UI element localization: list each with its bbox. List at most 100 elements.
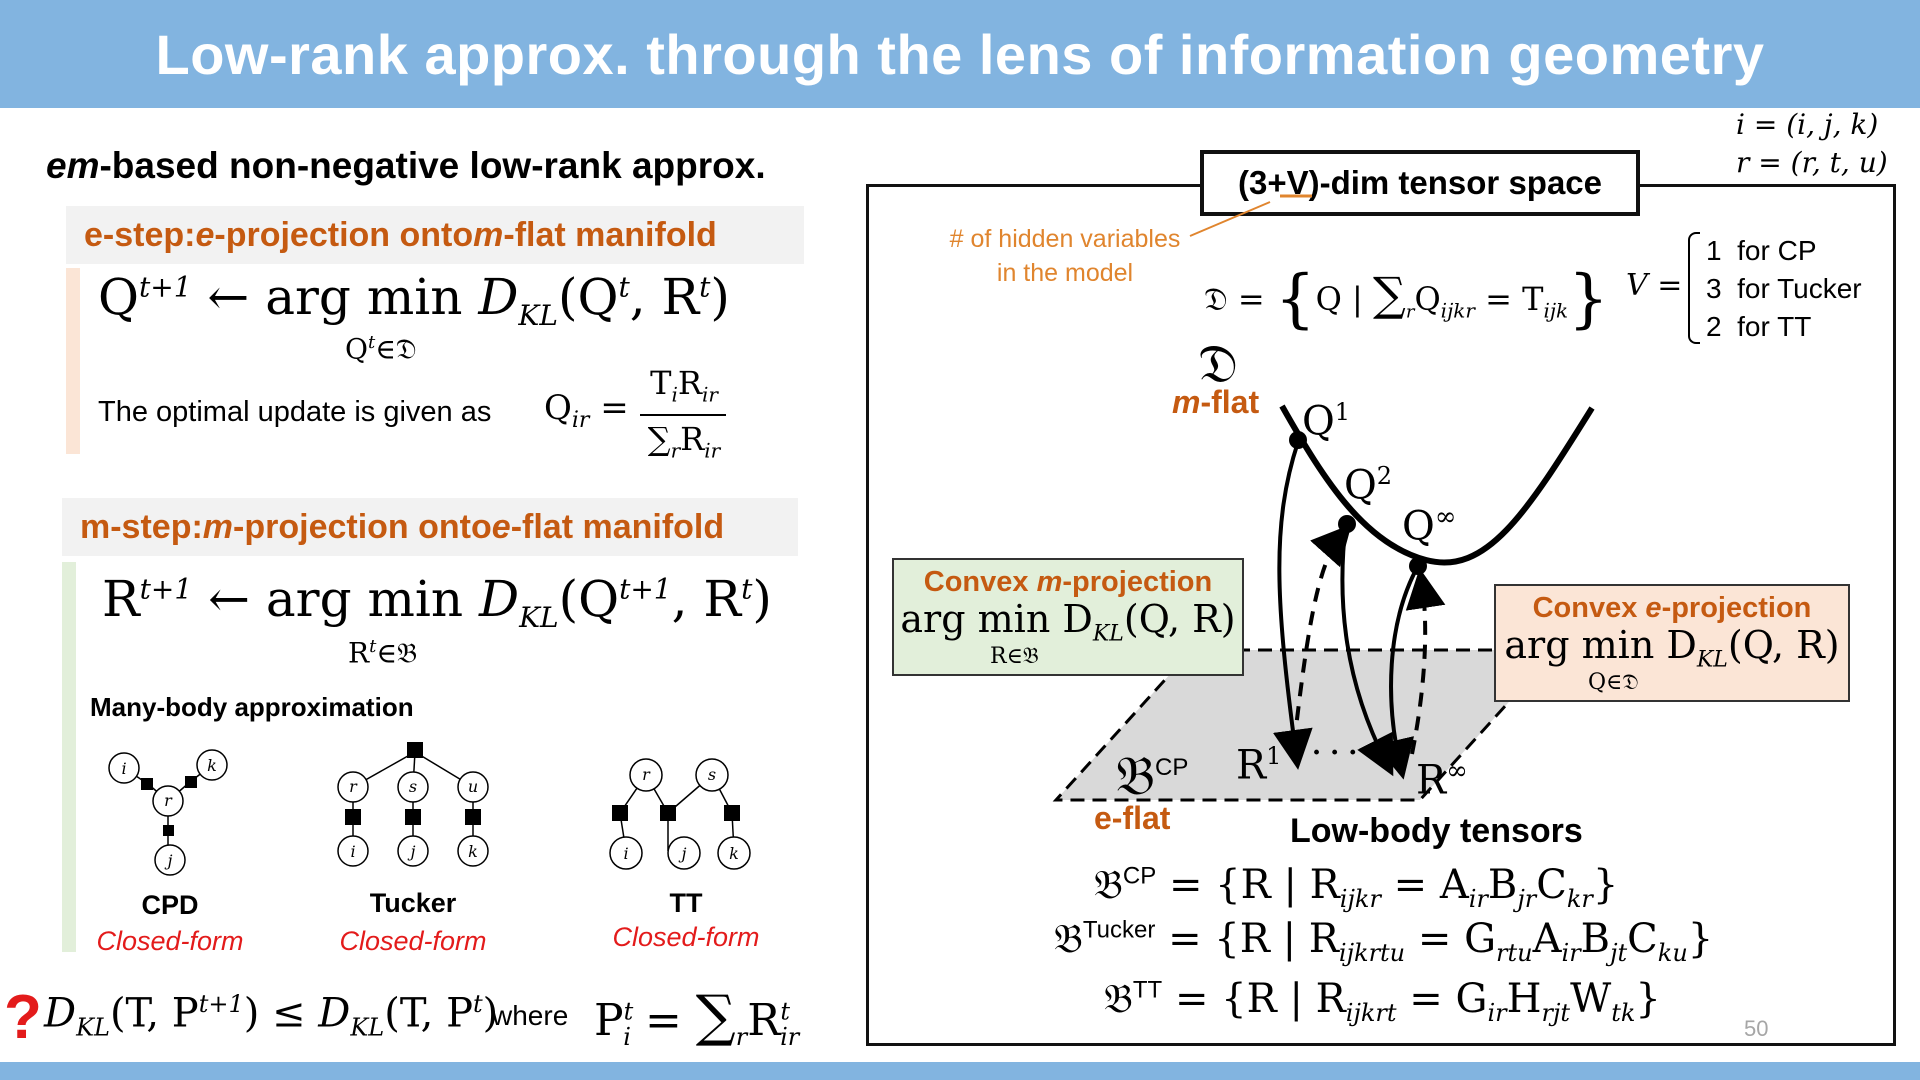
v-def-brace xyxy=(1688,232,1700,344)
model-name-tt: TT xyxy=(669,888,703,918)
b-def-cp: 𝔅CP = {R | Rijkr = AirBjrCkr} xyxy=(1094,862,1619,913)
geometry-diagram xyxy=(1052,194,1595,802)
tt-core-2 xyxy=(660,805,676,821)
tensor-space-label: (3+V)-dim tensor space xyxy=(1200,150,1640,216)
v-def-lhs: V = xyxy=(1626,268,1683,303)
many-body-label: Many-body approximation xyxy=(90,692,414,722)
tucker-node-k xyxy=(457,835,489,867)
cpd-node-j xyxy=(154,844,186,876)
point-q2 xyxy=(1338,515,1356,533)
tt-label-j: j xyxy=(679,844,687,863)
label-q1: Q1 xyxy=(1302,398,1351,445)
tucker-label-k: k xyxy=(468,842,478,861)
v-def-cases: 1 for CP 3 for Tucker 2 for TT xyxy=(1706,235,1862,342)
low-body-label: Low-body tensors xyxy=(1290,812,1583,850)
label-dots: · · · xyxy=(1312,738,1358,768)
convex-e-under: Q∈𝔇 xyxy=(1588,670,1639,695)
tucker-node-r xyxy=(337,771,369,803)
convex-m-under: R∈𝔅 xyxy=(990,644,1039,669)
index-i-def: i = (i, j, k) xyxy=(1736,108,1879,141)
cpd-factor-3 xyxy=(163,825,174,836)
arrow-q1-r1 xyxy=(1273,441,1313,770)
question-icon: ? xyxy=(4,983,42,1052)
p-definition: Pti = ∑rRtir xyxy=(594,984,800,1051)
tucker-label-i: i xyxy=(350,842,355,861)
estep-accent-bar xyxy=(66,268,80,454)
left-heading: em-based non-negative low-rank approx. xyxy=(46,145,766,187)
heading-rest: -based non-negative low-rank approx. xyxy=(99,145,766,186)
tt-core-1 xyxy=(612,805,628,821)
d-manifold-symbol: 𝔇 xyxy=(1198,332,1239,395)
model-name-tucker: Tucker xyxy=(369,888,457,918)
title-bar xyxy=(0,0,1920,108)
closed-form-cpd: Closed-form xyxy=(96,926,244,956)
estep-formula: Qt+1 ← arg min DKL(Qt, Rt) xyxy=(98,268,730,332)
convex-m-projection-box: Convex m-projection arg min DKL(Q, R) R∈… xyxy=(892,558,1244,676)
cpd-label-i: i xyxy=(121,759,126,778)
tucker-factor-2 xyxy=(405,809,421,825)
convex-m-title: Convex m-projection xyxy=(923,566,1213,598)
hidden-note-pointer xyxy=(1189,201,1271,237)
cpd-node-k xyxy=(196,749,228,781)
tucker-label-u: u xyxy=(468,777,478,796)
label-rinf: R∞ xyxy=(1416,756,1468,804)
hidden-variable-note: # of hidden variables in the model xyxy=(949,225,1181,287)
cpd-node-i xyxy=(108,752,140,784)
convex-m-formula: arg min DKL(Q, R) xyxy=(900,597,1236,647)
bottom-bar xyxy=(0,1062,1920,1080)
b-def-tucker: 𝔅Tucker = {R | Rijkrtu = GrtuAirBjtCku} xyxy=(1054,916,1714,967)
m-flat-curve xyxy=(1279,404,1595,566)
cpd-node-r xyxy=(152,785,184,817)
e-flat-label: e-flat xyxy=(1094,800,1171,836)
mstep-accent-bar xyxy=(62,562,76,952)
estep-header: e-step: e-projection onto m-flat manifol… xyxy=(66,206,804,264)
mstep-argmin-under: Rt∈𝔅 xyxy=(348,636,418,670)
low-body-plane xyxy=(1052,648,1560,802)
arrow-rinf-qinf xyxy=(1405,568,1446,755)
cpd-label-k: k xyxy=(207,756,217,775)
tucker-factor-1 xyxy=(345,809,361,825)
tucker-node-j xyxy=(397,835,429,867)
slide-title: Low-rank approx. through the lens of inf… xyxy=(155,22,1765,86)
point-q1 xyxy=(1289,431,1307,449)
label-r1: R1 xyxy=(1236,742,1282,789)
convex-e-formula: arg min DKL(Q, R) xyxy=(1504,623,1840,673)
closed-form-tt: Closed-form xyxy=(612,922,760,952)
heading-em: em xyxy=(46,145,100,186)
mstep-header: m-step: m-projection onto e-flat manifol… xyxy=(62,498,798,556)
tt-node-k xyxy=(717,836,751,870)
tucker-core xyxy=(407,742,423,758)
convex-e-projection-box: Convex e-projection arg min DKL(Q, R) Q∈… xyxy=(1494,584,1850,702)
tensor-network-diagrams: i k r j r s u i j k r s i j k xyxy=(108,742,751,876)
label-qinf: Q∞ xyxy=(1402,502,1457,550)
tucker-label-j: j xyxy=(408,842,416,861)
b-def-tt: 𝔅TT = {R | Rijkrt = GirHrjtWtk} xyxy=(1104,976,1661,1027)
optimal-numerator: TiRir xyxy=(650,364,718,407)
tt-node-i xyxy=(609,836,643,870)
tucker-factor-3 xyxy=(465,809,481,825)
tt-core-3 xyxy=(724,805,740,821)
optimal-denominator: ∑rRir xyxy=(647,420,721,463)
cpd-factor-1 xyxy=(141,778,153,790)
tt-label-k: k xyxy=(729,844,739,863)
tt-node-s xyxy=(695,758,729,792)
bottom-inequality: DKL(T, Pt+1) ≤ DKL(T, Pt) xyxy=(44,990,499,1042)
where-text: where xyxy=(492,1000,569,1031)
m-flat-label: m-flat xyxy=(1172,384,1260,420)
optimal-update-text: The optimal update is given as xyxy=(98,396,492,428)
cpd-label-j: j xyxy=(165,851,173,870)
cpd-factor-2 xyxy=(185,776,197,788)
tucker-node-u xyxy=(457,771,489,803)
tucker-label-s: s xyxy=(409,777,417,796)
point-qinf xyxy=(1409,557,1427,575)
tt-label-s: s xyxy=(708,765,716,784)
cpd-label-r: r xyxy=(164,791,173,810)
tt-label-i: i xyxy=(623,844,628,863)
model-name-cpd: CPD xyxy=(141,890,199,920)
index-r-def: r = (r, t, u) xyxy=(1736,146,1888,179)
bcp-symbol: 𝔅CP xyxy=(1116,744,1189,807)
mstep-formula: Rt+1 ← arg min DKL(Qt+1, Rt) xyxy=(102,570,772,634)
d-definition: 𝔇 = {Q | ∑rQijkr = Tijk} xyxy=(1204,262,1609,336)
tucker-node-i xyxy=(337,835,369,867)
tucker-label-r: r xyxy=(349,777,358,796)
